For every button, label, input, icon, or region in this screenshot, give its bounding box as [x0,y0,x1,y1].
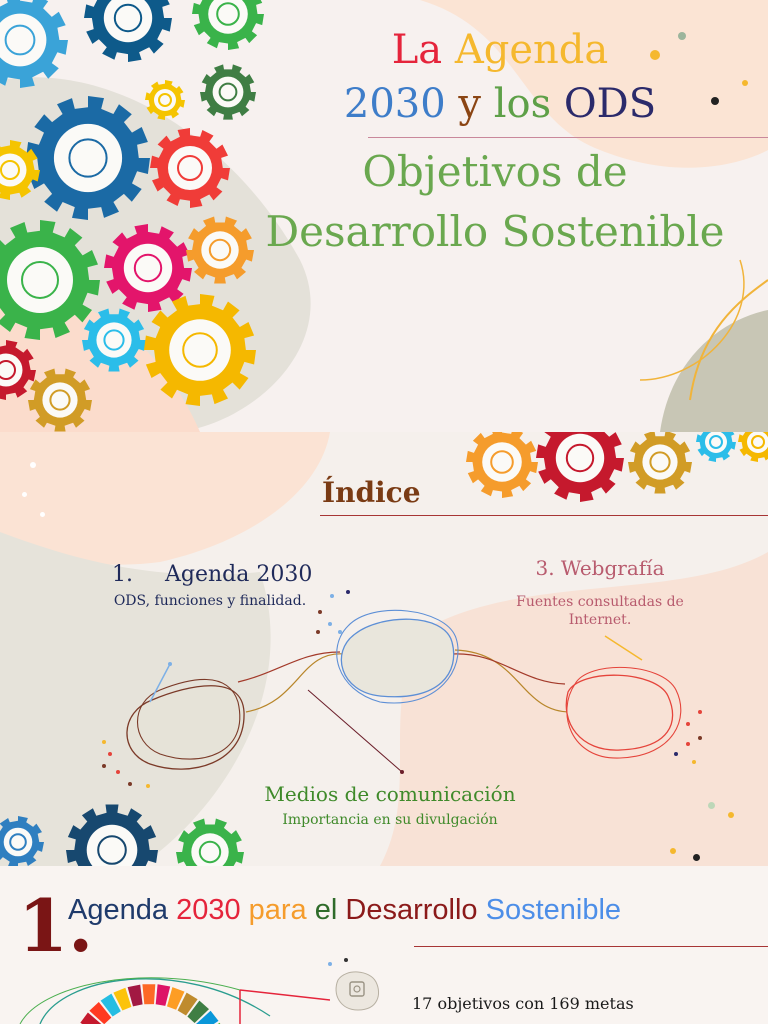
node-1-shape [126,685,245,770]
dot-decoration [22,492,27,497]
sdg-wheel-segment [155,984,171,1006]
heart-health-icon [168,146,212,190]
title-word-1: Agenda [68,894,168,926]
gender-equality-icon [53,123,123,193]
dot-decoration [344,958,348,962]
sdg-wheel-segment [196,1010,219,1024]
section-number: 1. [18,883,94,968]
dot-decoration [711,97,719,105]
sdg-wheel-segment [100,993,121,1017]
title-word-agenda: Agenda [454,27,609,73]
dot-decoration [650,50,660,60]
dot-decoration [693,854,700,861]
item-1-number: 1. [112,562,133,587]
bottom-gears [0,804,244,866]
sdg-wheel-segment [89,1002,112,1024]
section-title: Agenda 2030 para el Desarrollo Sostenibl… [68,894,621,927]
title-word-3: para [248,894,307,926]
item-3-desc-line-1: Fuentes consultadas de [516,594,684,610]
title-line-1: La Agenda [250,24,750,76]
dot-decoration [30,462,36,468]
sdg-wheel [19,977,330,1024]
item-2-desc: Importancia en su divulgación [282,812,498,828]
bowl-food-icon [201,231,239,269]
agenda-2030-slide: 1. Agenda 2030 para el Desarrollo Sosten… [0,866,768,1024]
index-flow-diagram [102,590,702,788]
sdg-wheel-segment [113,987,132,1011]
gear-center-icon [555,433,605,483]
gear-center-icon [705,432,727,453]
node-2-shape [340,618,455,698]
title-slide: La Agenda 2030 y los ODS Objetivos de De… [0,0,768,432]
title-word-6: Sostenible [485,894,622,926]
dot-decoration [742,80,748,86]
title-word-ods: ODS [563,81,657,127]
sdg-wheel-segment [177,992,198,1016]
title-divider [368,137,768,138]
sdg-gears-cluster [0,0,264,432]
title-word-los: los [493,81,552,127]
gear-center-icon [42,382,78,418]
heading-divider [320,515,768,516]
title-word-la: La [391,27,443,73]
item-2-title: Medios de comunicación [264,782,516,806]
title-block: La Agenda 2030 y los ODS [250,24,750,132]
water-drop-icon [0,13,47,67]
bullet-text: 17 objetivos con 169 metas [412,994,634,1013]
index-heading: Índice [322,476,421,509]
dot-decoration [328,962,332,966]
item-1-label: Agenda 2030 [165,562,313,587]
water-drop-icon [123,243,173,293]
title-word-4: el [314,894,338,926]
sdg-wheel-segment [187,1000,209,1023]
index-slide: Índice 1. Agenda 2030 ODS, funciones y f… [0,432,768,866]
dot-decoration [678,32,686,40]
sdg-wheel-segment [167,987,185,1010]
index-item-2[interactable]: Medios de comunicación Importancia en su… [250,782,530,828]
title-divider [414,946,768,947]
dot-decoration [728,812,734,818]
title-word-5: Desarrollo [345,894,478,926]
item-1-title: 1. Agenda 2030 [100,562,320,587]
peace-dove-icon [212,76,244,108]
handshake-icon [103,0,153,43]
globe-icon [154,89,176,111]
sdg-wheel-segment [127,984,143,1007]
subtitle-line-2: Desarrollo Sostenible [265,207,725,256]
title-word-y: y [458,81,481,127]
sdg-wheel-segment [142,984,156,1005]
icon-badge [335,971,380,1011]
item-3-title: 3. Webgrafía [535,556,665,580]
gear-center-icon [482,442,522,482]
item-3-desc-line-2: Internet. [568,612,632,628]
title-line-2: 2030 y los ODS [250,76,750,132]
item-1-desc: ODS, funciones y finalidad. [113,593,307,609]
gear-center-icon [169,319,231,381]
dot-decoration [670,848,676,854]
top-gears [466,432,768,502]
recycle-basket-icon [96,322,132,358]
index-item-1[interactable]: 1. Agenda 2030 ODS, funciones y finalida… [100,562,320,609]
title-word-2: 2030 [176,894,241,926]
sdg-wheel-segment [80,1012,102,1024]
document-icon [349,981,365,997]
gear-center-icon [3,827,33,857]
subtitle: Objetivos de Desarrollo Sostenible [240,142,750,262]
title-word-2030: 2030 [343,81,446,127]
sustainable-city-icon [7,247,73,313]
subtitle-line-1: Objetivos de [362,147,628,196]
node-3-shape [565,674,674,751]
index-item-3[interactable]: 3. Webgrafía Fuentes consultadas de Inte… [505,556,695,628]
gear-center-icon [642,444,678,480]
dot-decoration [40,512,45,517]
dot-decoration [708,802,715,809]
